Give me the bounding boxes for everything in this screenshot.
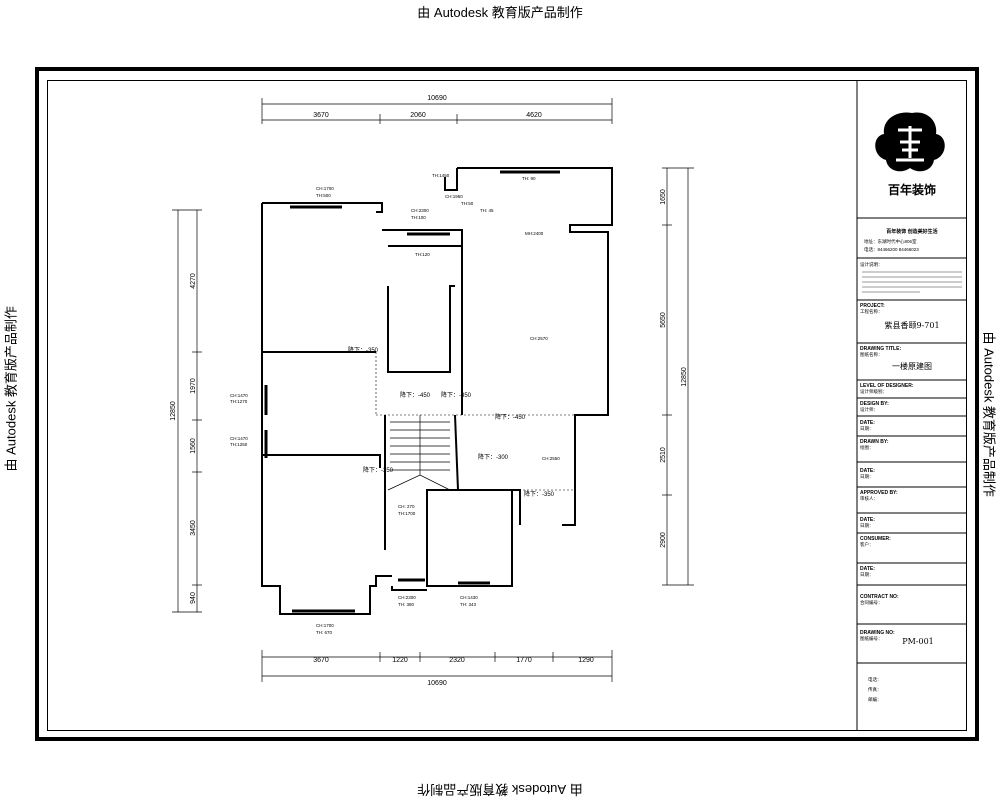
dim-top-total: 10690 [427, 95, 447, 102]
beam-main: MH:2400 [525, 231, 544, 236]
dim-left-4: 3450 [190, 520, 197, 536]
bay-window-th: TH: 670 [316, 630, 333, 635]
left-window-2-ch: CH:1470 [230, 436, 248, 441]
company-logo [875, 112, 945, 172]
drop-5: 降下：-300 [478, 453, 509, 461]
bottom-win-2-ch: CH:2300 [398, 595, 416, 600]
dim-bottom-3: 2320 [449, 657, 465, 664]
drawing-no-label: DRAWING NO: [860, 630, 895, 636]
dim-right-1: 1650 [660, 189, 667, 205]
dim-bottom-5: 1290 [578, 657, 594, 664]
window-hall-ch: CH:2300 [411, 208, 429, 213]
dim-right-4: 2900 [660, 532, 667, 548]
company-name: 百年装饰 [888, 182, 936, 197]
design-by-sub: 设计师： [860, 406, 878, 413]
date-label-4: DATE: [860, 566, 875, 572]
drop-6: 降下：-350 [363, 466, 394, 474]
footer-phone: 电话： [868, 676, 882, 683]
dim-top-1: 3670 [313, 112, 329, 119]
dim-left-3: 1560 [190, 438, 197, 454]
dim-top-2: 2060 [410, 112, 426, 119]
footer-postcode: 邮编： [868, 696, 882, 703]
level-label: LEVEL OF DESIGNER: [860, 383, 914, 389]
date-sub-3: 日期： [860, 523, 874, 529]
company-slogan: 百年装饰 创造美好生活 [886, 228, 937, 235]
approved-sub: 审核人： [860, 495, 878, 502]
dim-bottom-1: 3670 [313, 657, 329, 664]
date-sub-2: 日期： [860, 474, 874, 480]
bay-window-ch: CH:1700 [316, 623, 334, 628]
footer-fax: 传真： [868, 686, 882, 693]
bottom-win-3-th: TH: 343 [460, 602, 477, 607]
dim-top-3: 4620 [526, 112, 542, 119]
bottom-win-1-ch: CH: 270 [398, 504, 415, 509]
project-sub: 工程名称： [860, 308, 883, 315]
bottom-win-2-th: TH: 380 [398, 602, 415, 607]
company-address: 地址：东湖时代中心806室 [864, 238, 917, 245]
project-label: PROJECT: [860, 303, 885, 309]
ch-lower: CH:2550 [542, 456, 560, 461]
contract-label: CONTRACT NO: [860, 594, 899, 600]
approved-label: APPROVED BY: [860, 490, 898, 496]
drawing-no-sub: 图纸编号： [860, 635, 883, 642]
outer-frame [35, 67, 979, 741]
window-hall-b-th: TH:120 [415, 252, 430, 257]
dim-bottom-2: 1220 [392, 657, 408, 664]
date-sub-4: 日期： [860, 572, 874, 578]
drawn-by-sub: 绘图： [860, 444, 874, 451]
contract-sub: 合同编号： [860, 599, 883, 606]
dim-right-3: 2510 [660, 447, 667, 463]
bottom-win-3-ch: CH:1430 [460, 595, 478, 600]
dimension-lines [172, 98, 694, 682]
dim-bottom-total: 10690 [427, 680, 447, 687]
ch-living: CH:2570 [530, 336, 548, 341]
drawn-by-label: DRAWN BY: [860, 439, 889, 445]
window-top-mid-b-ch: CH:1950 [445, 194, 463, 199]
watermark-top: 由 Autodesk 教育版产品制作 [417, 5, 583, 20]
consumer-sub: 客户： [860, 541, 874, 548]
left-window-2-th: TH:1250 [230, 442, 248, 447]
inner-frame [47, 80, 967, 731]
left-window-1-th: TH:1270 [230, 399, 248, 404]
drop-4: 降下：-450 [495, 413, 526, 421]
level-sub: 设计师级别： [860, 388, 887, 395]
walls [261, 167, 613, 615]
window-top-right-b-th: TH: 45 [480, 208, 494, 213]
left-window-1-ch: CH:1470 [230, 393, 248, 398]
window-hall-th: TH:100 [411, 215, 426, 220]
consumer-label: CONSUMER: [860, 536, 891, 542]
project-value: 紫县香颐9-701 [884, 320, 939, 330]
drop-2: 降下：-450 [400, 391, 431, 399]
drop-3: 降下：-350 [441, 391, 472, 399]
bottom-win-1-th: TH:1700 [398, 511, 416, 516]
date-label-3: DATE: [860, 517, 875, 523]
dim-right-2: 5650 [660, 312, 667, 328]
date-label-2: DATE: [860, 468, 875, 474]
dim-left-2: 1970 [190, 378, 197, 394]
dim-bottom-4: 1770 [516, 657, 532, 664]
design-by-label: DESIGN BY: [860, 401, 889, 407]
design-notes-label: 设计说明： [860, 261, 883, 268]
drop-7: 降下：-350 [524, 490, 555, 498]
date-sub-1: 日期： [860, 426, 874, 432]
dim-right-total: 12850 [681, 367, 688, 387]
window-top-right-th: TH: 90 [522, 176, 536, 181]
window-top-mid-th: TH:1450 [432, 173, 450, 178]
drawing-title-value: 一楼原建图 [892, 361, 932, 371]
dim-left-5: 940 [190, 592, 197, 604]
drop-1: 降下：-350 [348, 346, 379, 354]
drawing-title-sub: 图纸名称： [860, 351, 883, 358]
staircase [387, 415, 451, 491]
dim-left-total: 12850 [170, 401, 177, 421]
date-label-1: DATE: [860, 420, 875, 426]
window-top-mid-b-th: TH:50 [461, 201, 474, 206]
dim-left-1: 4270 [190, 273, 197, 289]
window-top-left-ch: CH:1700 [316, 186, 334, 191]
window-top-left-th: TH:500 [316, 193, 331, 198]
drawing-title-label: DRAWING TITLE: [860, 346, 901, 352]
drawing-no-value: PM-001 [902, 637, 934, 646]
company-phone: 电话：84466200 84466023 [864, 246, 919, 253]
